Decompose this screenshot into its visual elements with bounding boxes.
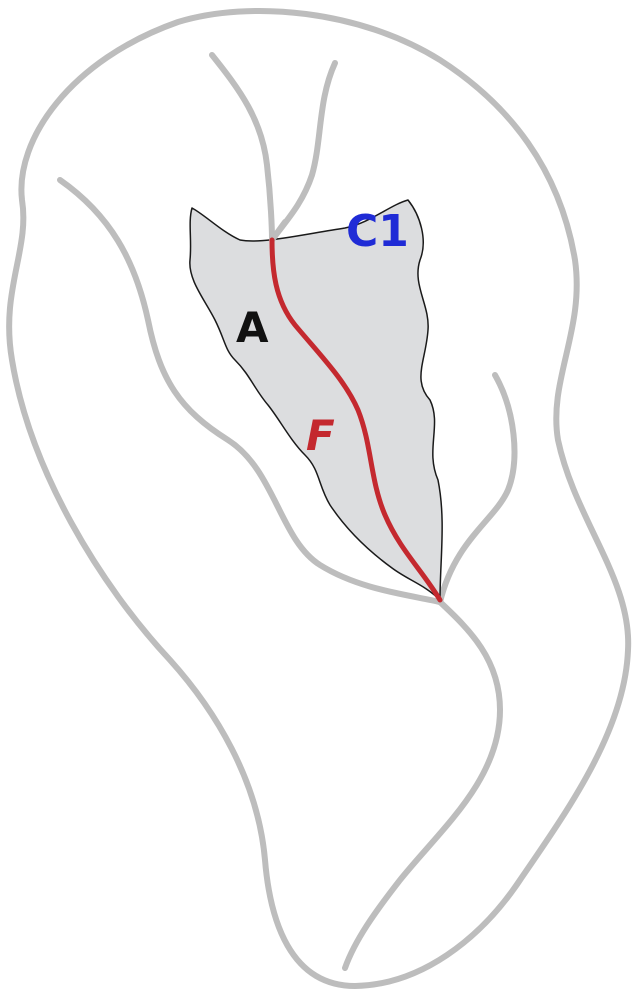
tributary-left [57, 177, 443, 605]
outer-boundary [6, 8, 632, 989]
subbasin-region-a [189, 199, 443, 601]
label-region-a: A [236, 303, 269, 352]
label-channel-f: F [306, 411, 335, 460]
main-stem [342, 599, 504, 971]
tributary-upper-right [269, 60, 338, 243]
label-corner-c1: C1 [346, 206, 409, 257]
flow-path-f [269, 237, 443, 603]
tributary-right [437, 372, 518, 605]
tributary-upper-left [209, 52, 275, 243]
